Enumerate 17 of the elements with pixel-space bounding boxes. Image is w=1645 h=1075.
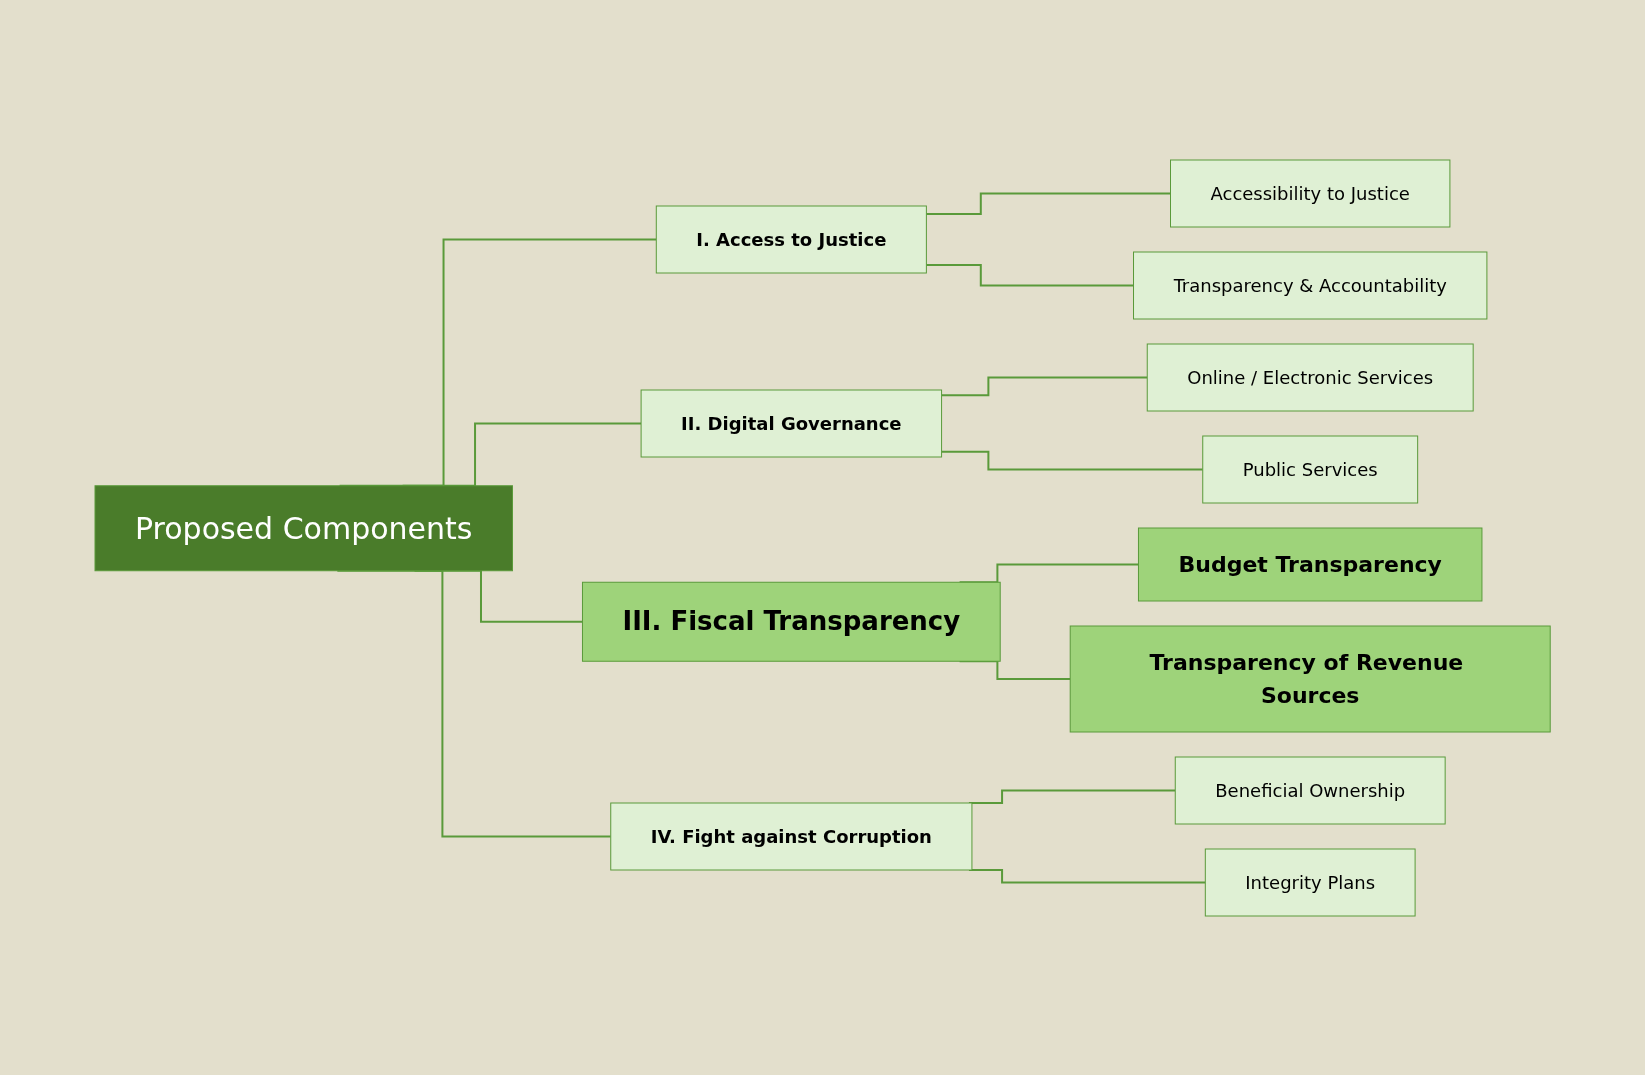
node-box: IV. Fight against Corruption — [610, 802, 973, 870]
connector — [925, 192, 1172, 215]
node-box: II. Digital Governance — [640, 389, 942, 457]
node-box: Accessibility to Justice — [1169, 159, 1451, 227]
connector — [940, 450, 1204, 470]
node-box: Beneficial Ownership — [1174, 756, 1446, 824]
node-box: Budget Transparency — [1137, 527, 1483, 601]
node-box: Public Services — [1202, 435, 1419, 503]
node-box: Proposed Components — [94, 484, 513, 571]
connector — [940, 376, 1149, 396]
node-box: III. Fiscal Transparency — [581, 581, 1001, 662]
node-box: Transparency & Accountability — [1132, 251, 1488, 319]
node-box: I. Access to Justice — [655, 205, 927, 273]
connector — [925, 263, 1135, 286]
node-box: Online / Electronic Services — [1146, 343, 1474, 411]
node-box: Transparency of Revenue Sources — [1069, 625, 1551, 732]
node-box: Integrity Plans — [1204, 848, 1416, 916]
